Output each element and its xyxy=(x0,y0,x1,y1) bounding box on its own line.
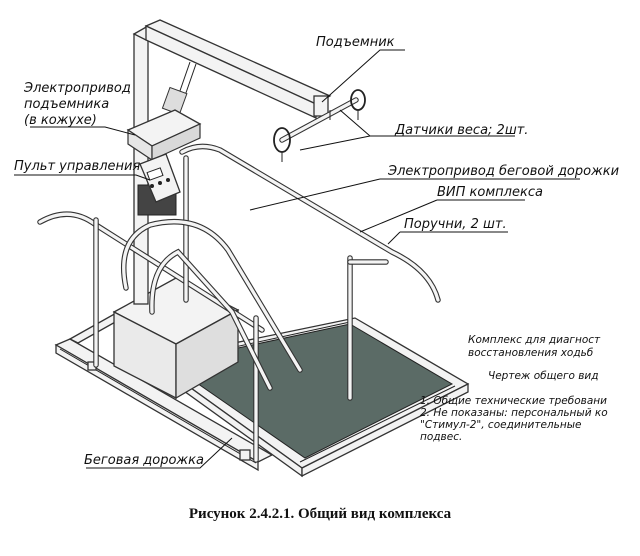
label-power-supply: ВИП комплекса xyxy=(437,185,543,200)
control-panel xyxy=(139,153,181,203)
back-handrail xyxy=(37,211,265,463)
stamp-note-1: 1. Общие технические требовани xyxy=(420,395,607,407)
leader-lines xyxy=(14,49,580,469)
stamp-line-2: восстановления ходьб xyxy=(468,347,594,359)
stamp-note-2: 2. Не показаны: персональный ко xyxy=(420,407,608,419)
label-lift: Подъемник xyxy=(316,35,395,50)
stamp-note-4: подвес. xyxy=(420,431,462,443)
label-weight-sensors: Датчики веса; 2шт. xyxy=(394,123,528,138)
figure-caption: Рисунок 2.4.2.1. Общий вид комплекса xyxy=(188,506,452,522)
lift-arm xyxy=(144,19,332,120)
stamp-note-3: "Стимул-2", соединительные xyxy=(420,419,581,431)
label-lift-drive-2: подъемника xyxy=(24,97,109,112)
weight-sensors xyxy=(273,89,366,162)
label-handrails: Поручни, 2 шт. xyxy=(404,217,507,232)
arched-rails xyxy=(120,219,303,391)
label-control-panel: Пульт управления xyxy=(14,159,140,174)
front-handrail xyxy=(179,143,441,401)
label-treadmill-drive: Электропривод беговой дорожки xyxy=(387,164,619,179)
label-treadmill: Беговая дорожка xyxy=(84,453,204,468)
label-lift-drive-1: Электропривод xyxy=(23,81,131,96)
stamp-line-3: Чертеж общего вид xyxy=(488,370,599,382)
label-lift-drive-3: (в кожухе) xyxy=(24,113,97,128)
lift-drive-box xyxy=(126,109,202,162)
title-block: Комплекс для диагност восстановления ход… xyxy=(420,320,640,460)
stamp-line-1: Комплекс для диагност xyxy=(468,334,601,346)
